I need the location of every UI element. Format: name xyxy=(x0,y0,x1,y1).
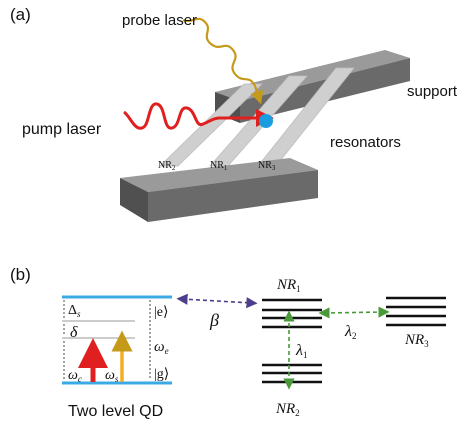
lambda1-label: λ1 xyxy=(295,342,307,360)
beta-coupling-arrow xyxy=(176,293,258,309)
nr3-label: NR3 xyxy=(404,332,429,349)
nr2-levels xyxy=(262,363,322,384)
delta-s-label: Δs xyxy=(68,303,81,319)
omega-c-label: ωc xyxy=(68,368,82,384)
omega-e-label: ωe xyxy=(154,339,169,356)
probe-laser-wave xyxy=(182,17,264,105)
nr1-label: NR1 xyxy=(276,277,301,294)
qd-caption: Two level QD xyxy=(68,403,163,420)
panel-b-tag: (b) xyxy=(10,265,31,284)
nr1-levels xyxy=(262,298,322,329)
lambda2-label: λ2 xyxy=(344,323,356,341)
ket-e-label: |e⟩ xyxy=(154,305,168,320)
probe-laser-label: probe laser xyxy=(122,12,197,29)
pump-laser-label: pump laser xyxy=(22,121,102,138)
omega-s-label: ωs xyxy=(105,368,119,384)
lambda2-coupling-arrow xyxy=(318,306,390,319)
nr3-levels xyxy=(386,296,446,327)
nr2-beam-label: NR2 xyxy=(158,160,176,172)
nr2-label: NR2 xyxy=(275,401,300,418)
panel-a-tag: (a) xyxy=(10,5,31,24)
ket-g-label: |g⟩ xyxy=(154,367,169,382)
quantum-dot xyxy=(259,114,273,128)
nr3-beam-label: NR3 xyxy=(258,160,276,172)
beta-label: β xyxy=(209,310,219,330)
pump-laser-wave xyxy=(123,102,274,130)
resonators-label: resonators xyxy=(330,134,401,151)
support-block-front xyxy=(120,158,318,222)
support-label: support xyxy=(407,83,458,100)
nr1-beam-label: NR1 xyxy=(210,160,228,172)
delta-label: δ xyxy=(70,324,78,341)
